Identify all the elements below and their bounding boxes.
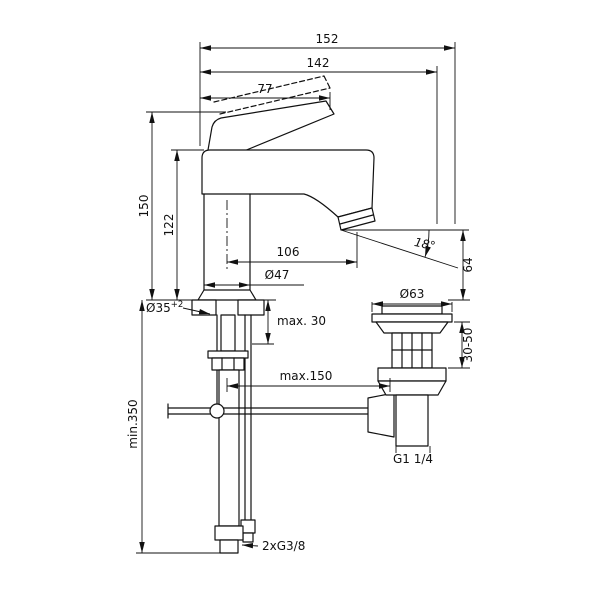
clamp-washer	[207, 350, 249, 359]
waste-tailpiece	[395, 394, 429, 447]
dim-hole-diameter-tolerance: +2	[171, 300, 184, 310]
horizontal-rod	[167, 403, 369, 419]
dim-base-diameter: Ø47	[265, 268, 290, 282]
angle-arc	[424, 229, 431, 258]
angle-reference-lines	[340, 229, 469, 269]
clamp-nut-facets	[221, 357, 235, 371]
faucet-outline	[197, 75, 376, 301]
dim-hole-diameter-main: Ø35	[146, 301, 171, 315]
popup-waste	[371, 305, 453, 447]
leader-hose-thread	[241, 542, 259, 549]
dim-spout-reach: 106	[277, 245, 300, 259]
hose-2-nut	[242, 532, 254, 543]
dim-overall-depth: 152	[316, 32, 339, 46]
waste-slots	[391, 332, 433, 369]
threaded-stud	[220, 314, 236, 352]
dim-handle-depth: 77	[257, 82, 272, 96]
braided-hose	[218, 369, 240, 527]
hose-fitting	[214, 525, 244, 541]
base-column	[203, 193, 251, 291]
mixer-body	[201, 149, 375, 218]
waste-nut	[377, 367, 447, 382]
dim-drain-clamp-range: 30-50	[461, 328, 475, 363]
rod-ball-joint	[209, 403, 225, 419]
waste-plug-cap	[381, 305, 443, 315]
dim-outlet-height: 64	[461, 257, 475, 272]
hose-2	[244, 314, 252, 521]
dim-deck-thickness-max: max. 30	[277, 314, 326, 328]
dim-drain-thread: G1 1/4	[393, 452, 433, 466]
dim-hose-thread: 2xG3/8	[262, 539, 305, 553]
dim-rod-length-max: max.150	[280, 369, 333, 383]
waste-flange-taper	[375, 321, 449, 334]
hose-end-nut	[219, 539, 239, 554]
dim-height-total: 150	[137, 195, 151, 218]
popup-rod-assembly	[167, 392, 395, 438]
dim-hole-diameter: Ø35+2	[146, 300, 183, 315]
waste-nut-taper	[377, 380, 447, 396]
dim-drain-flange-diameter: Ø63	[400, 287, 425, 301]
aerator-detail	[339, 214, 374, 225]
supply-hoses	[207, 314, 256, 554]
leader-hole-diameter	[182, 307, 211, 315]
dim-hose-length-min: min.350	[126, 399, 140, 448]
dimension-labels: 152 142 77 150 122 106 Ø47 18° 64 Ø35+2 …	[126, 32, 475, 553]
rod-connector	[367, 392, 395, 438]
dim-body-depth: 142	[307, 56, 330, 70]
deck-hatch-right	[237, 299, 265, 316]
dimension-lines	[136, 42, 470, 554]
clamp-nut	[211, 357, 245, 371]
base-flare	[197, 289, 257, 301]
dim-height-body: 122	[162, 214, 176, 237]
dim-spout-angle: 18°	[413, 235, 437, 253]
waste-flange	[371, 313, 453, 323]
lever-handle	[207, 100, 335, 152]
